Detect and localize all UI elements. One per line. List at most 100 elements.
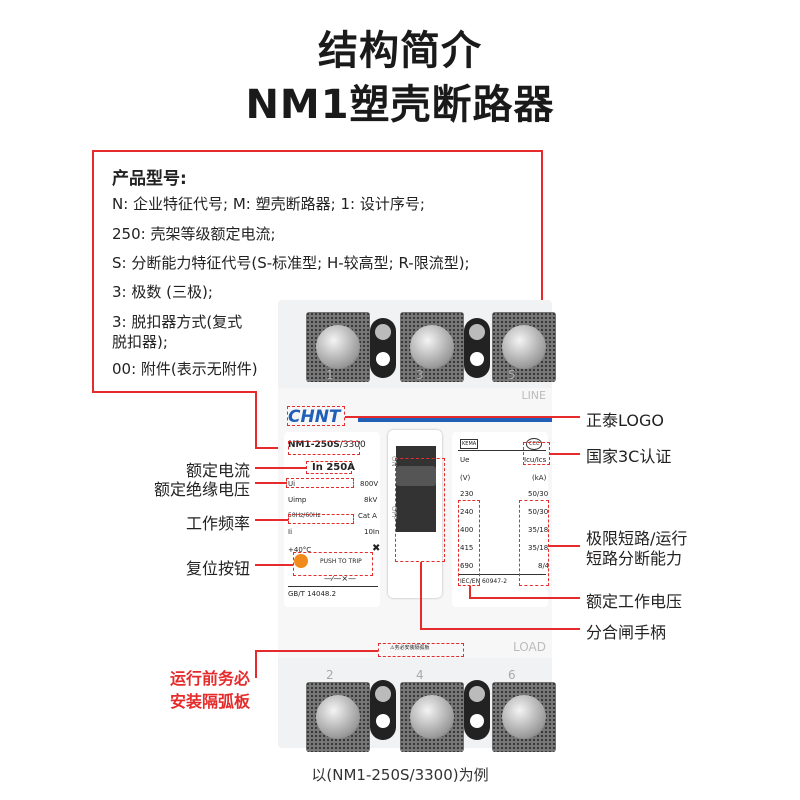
screw-icon xyxy=(316,695,360,739)
voltage-highlight xyxy=(458,500,480,586)
model-highlight xyxy=(288,441,360,455)
terminal-top-3 xyxy=(400,312,464,382)
reset-highlight xyxy=(293,552,373,576)
freq-label: 50Hz/60Hz xyxy=(288,512,321,519)
icu-label: Icu/Ics xyxy=(524,456,547,464)
leader-line xyxy=(420,562,422,629)
label-breaking-1: 极限短路/运行 xyxy=(586,529,688,548)
load-label: LOAD xyxy=(513,640,546,654)
terminal-post xyxy=(464,680,490,740)
iec-label: IEC/EN 60947-2 xyxy=(460,578,508,585)
terminal-number: 4 xyxy=(416,668,424,682)
info-line: 脱扣器); xyxy=(112,333,168,351)
push-to-trip-button[interactable] xyxy=(294,554,308,568)
uimp-value: 8kV xyxy=(364,496,378,504)
terminal-top-1 xyxy=(306,312,370,382)
divider xyxy=(458,574,546,575)
terminal-post xyxy=(464,318,490,378)
terminal-number: 6 xyxy=(508,668,516,682)
handle-highlight xyxy=(395,458,445,562)
kema-logo: KEMA xyxy=(460,439,479,449)
terminal-number: 3 xyxy=(416,368,424,382)
uimp-label: Uimp xyxy=(288,496,307,504)
chnt-logo: CHNT xyxy=(288,407,341,427)
standard-label: GB/T 14048.2 xyxy=(288,590,337,598)
leader-line xyxy=(469,597,580,599)
model-label: NM1-250S/3300 xyxy=(288,440,366,450)
ii-label: Ii xyxy=(288,528,293,536)
toggle-handle[interactable] xyxy=(396,466,436,486)
leader-line xyxy=(469,586,471,597)
rated-current: In 250A xyxy=(312,462,355,473)
leader-line xyxy=(255,650,378,652)
breaking-value: 50/30 xyxy=(528,490,549,498)
logo-highlight xyxy=(287,406,345,426)
temp-label: +40°C xyxy=(288,546,312,554)
terminal-bottom-4 xyxy=(400,682,464,752)
ui-label: Ui xyxy=(288,480,296,488)
ka-unit: (kA) xyxy=(532,474,547,482)
terminal-number: 2 xyxy=(326,668,334,682)
right-nameplate xyxy=(452,432,548,607)
ccc-logo: CCC xyxy=(526,438,543,450)
voltage-value: 400 xyxy=(460,526,474,534)
cat-value: Cat A xyxy=(358,512,377,520)
voltage-value: 230 xyxy=(460,490,474,498)
label-ccc: 国家3C认证 xyxy=(586,447,672,466)
leader-line xyxy=(549,545,580,547)
info-border xyxy=(92,391,256,393)
breaking-value: 35/18 xyxy=(528,526,549,534)
trip-symbol-icon: ✖ xyxy=(372,543,381,554)
info-connector xyxy=(255,447,288,449)
terminal-number: 1 xyxy=(326,368,334,382)
ccc-highlight xyxy=(523,442,550,465)
leader-line xyxy=(255,650,257,678)
v-unit: (V) xyxy=(460,474,471,482)
terminal-post xyxy=(370,318,396,378)
leader-line xyxy=(255,519,288,521)
screw-icon xyxy=(502,325,546,369)
breaker-face: LINE CHNT NM1-250S/3300 In 250A Ui 800V … xyxy=(278,388,552,658)
info-border xyxy=(92,150,542,152)
terminal-top-5 xyxy=(492,312,556,382)
info-heading: 产品型号: xyxy=(112,169,187,189)
current-highlight xyxy=(306,461,352,474)
line-label: LINE xyxy=(521,389,546,402)
ii-value: 10In xyxy=(364,528,380,536)
label-logo: 正泰LOGO xyxy=(586,411,664,430)
breaking-highlight xyxy=(519,500,549,586)
info-border xyxy=(541,150,543,300)
label-rated-current: 额定电流 xyxy=(185,461,250,480)
switch-symbol-icon: —⁄—×— xyxy=(324,574,357,583)
info-border xyxy=(92,150,94,392)
leader-line xyxy=(550,453,580,455)
leader-line xyxy=(255,467,306,469)
info-line: S: 分断能力特征代号(S-标准型; H-较高型; R-限流型); xyxy=(112,254,470,272)
info-line: 3: 极数 (三极); xyxy=(112,283,213,301)
label-warning-1: 运行前务必 xyxy=(169,669,250,688)
voltage-value: 690 xyxy=(460,562,474,570)
label-frequency: 工作频率 xyxy=(185,514,250,533)
terminal-number: 5 xyxy=(508,368,516,382)
info-line: 00: 附件(表示无附件) xyxy=(112,360,258,378)
insulation-highlight xyxy=(286,478,354,488)
label-voltage: 额定工作电压 xyxy=(586,592,683,611)
label-handle: 分合闸手柄 xyxy=(586,623,667,642)
handle-slot xyxy=(396,446,436,532)
frequency-highlight xyxy=(288,514,354,524)
leader-line xyxy=(345,416,580,418)
title-line1: 结构简介 xyxy=(318,28,482,74)
label-warning-2: 安装隔弧板 xyxy=(169,692,250,711)
voltage-value: 240 xyxy=(460,508,474,516)
leader-line xyxy=(420,628,580,630)
push-label: PUSH TO TRIP xyxy=(320,558,362,565)
label-breaking-2: 短路分断能力 xyxy=(586,549,683,568)
info-connector xyxy=(255,391,257,448)
ui-value: 800V xyxy=(360,480,379,488)
ue-label: Ue xyxy=(460,456,470,464)
divider xyxy=(288,586,378,587)
leader-line xyxy=(255,564,293,566)
divider xyxy=(458,450,546,451)
terminal-post xyxy=(370,680,396,740)
leader-line xyxy=(255,482,286,484)
